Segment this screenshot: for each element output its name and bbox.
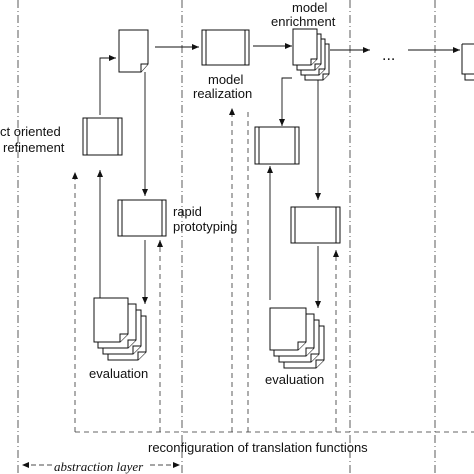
rapid-prototyping-label-line1: rapid xyxy=(173,204,202,219)
model-enrichment-label-line1: model xyxy=(292,0,328,15)
reconfiguration-lines xyxy=(72,108,474,433)
evaluation-documents-icon-left xyxy=(93,297,147,361)
layer-separators xyxy=(17,0,436,474)
realization-process-box xyxy=(201,29,250,66)
enriched-model-documents-icon xyxy=(292,28,330,81)
reconfiguration-label: reconfiguration of translation functions xyxy=(148,440,368,455)
prototyping-process-box-2 xyxy=(290,206,341,244)
model-realization-label-line1: model xyxy=(208,72,244,87)
object-refinement-label-line1: ct oriented xyxy=(0,124,61,139)
model-document-icon xyxy=(118,29,149,73)
model-enrichment-label-line2: enrichment xyxy=(271,14,336,29)
ellipsis-label: ... xyxy=(382,47,396,64)
evaluation-documents-icon-right xyxy=(269,307,325,369)
evaluation-label-left: evaluation xyxy=(89,366,149,381)
process-arrows xyxy=(97,43,460,308)
refinement-process-box xyxy=(82,117,123,156)
rapid-prototyping-label-line2: prototyping xyxy=(173,219,238,234)
evaluation-label-right: evaluation xyxy=(265,372,325,387)
object-refinement-label-line2: refinement xyxy=(3,140,65,155)
final-model-icon xyxy=(461,43,474,81)
abstraction-layer-label: abstraction layer xyxy=(54,459,144,474)
model-realization-label-line2: realization xyxy=(193,86,253,101)
refinement-process-box-2 xyxy=(254,126,300,165)
prototyping-process-box xyxy=(117,199,167,237)
